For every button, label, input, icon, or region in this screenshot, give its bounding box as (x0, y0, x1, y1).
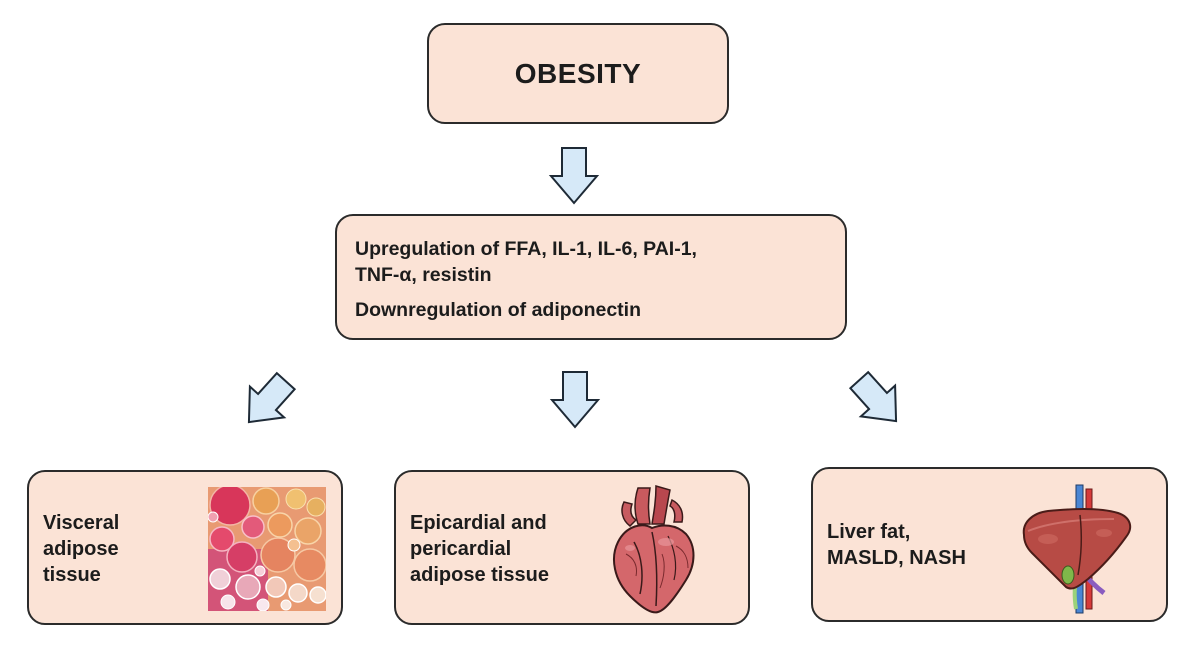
epicardial-adipose-label: Epicardial and pericardial adipose tissu… (410, 512, 549, 586)
upregulation-text: Upregulation of FFA, IL-1, IL-6, PAI-1, (355, 238, 697, 260)
upregulation-text-cont: TNF-α, resistin (355, 264, 492, 286)
epicardial-adipose-box: Epicardial and pericardial adipose tissu… (394, 470, 750, 625)
adipose-tissue-icon (208, 487, 326, 611)
liver-fat-label: Liver fat, MASLD, NASH (827, 521, 966, 569)
liver-icon (1022, 484, 1132, 614)
arrow-down-left-icon (247, 371, 297, 424)
arrow-down-right-icon (848, 370, 898, 423)
obesity-box: OBESITY (427, 23, 729, 124)
arrow-down-icon (548, 147, 600, 205)
downregulation-text: Downregulation of adiponectin (355, 299, 641, 321)
visceral-adipose-label: Visceral adipose tissue (43, 512, 120, 586)
arrow-down-center-icon (549, 371, 601, 429)
liver-fat-box: Liver fat, MASLD, NASH (811, 467, 1168, 622)
cytokine-regulation-box: Upregulation of FFA, IL-1, IL-6, PAI-1, … (335, 214, 847, 340)
heart-icon (613, 485, 695, 614)
visceral-adipose-box: Visceral adipose tissue (27, 470, 343, 625)
obesity-title: OBESITY (514, 57, 642, 89)
